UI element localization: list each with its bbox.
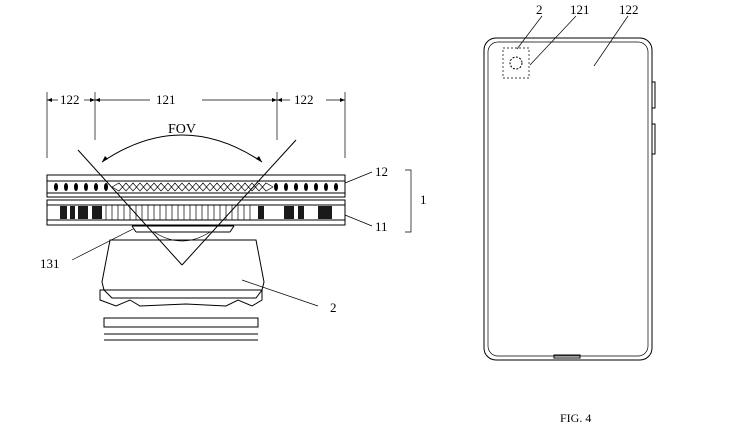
label-131: 131 [40,256,60,271]
leader-2 [241,279,319,307]
label-11: 11 [375,219,388,234]
cross-section-view: 122 121 122 FOV [40,92,427,341]
label-phone-122: 122 [619,2,639,17]
bottom-port [553,354,581,359]
side-button-upper [651,81,656,109]
label-phone-2: 2 [536,2,543,17]
fov-arc [101,134,263,163]
leader-phone-2 [516,15,543,50]
figure-caption: FIG. 4 [560,411,591,425]
camera-lens-icon [509,56,523,70]
bracket-1 [405,169,412,233]
phone-body [483,37,653,361]
dimension-lines [46,92,346,158]
label-camera-2: 2 [330,300,337,315]
leader-phone-121 [529,15,577,66]
dim-label-121: 121 [156,92,176,107]
camera-module [99,239,265,341]
fov-ray-right [181,139,297,266]
leader-11 [344,214,373,227]
leader-12 [344,171,373,184]
layer-11 [46,199,346,226]
dim-label-left-122: 122 [60,92,80,107]
lens-131 [131,225,235,242]
label-phone-121: 121 [570,2,590,17]
side-button-lower [651,123,656,155]
dim-label-right-122: 122 [294,92,314,107]
phone-screen [487,41,649,357]
layer-12 [46,174,346,198]
camera-area [502,47,530,79]
leader-131 [71,228,134,261]
phone-front-view: 2 121 122 [483,2,656,361]
label-1: 1 [420,192,427,207]
leader-phone-122 [593,15,629,67]
fov-label: FOV [168,122,196,137]
label-12: 12 [375,164,388,179]
